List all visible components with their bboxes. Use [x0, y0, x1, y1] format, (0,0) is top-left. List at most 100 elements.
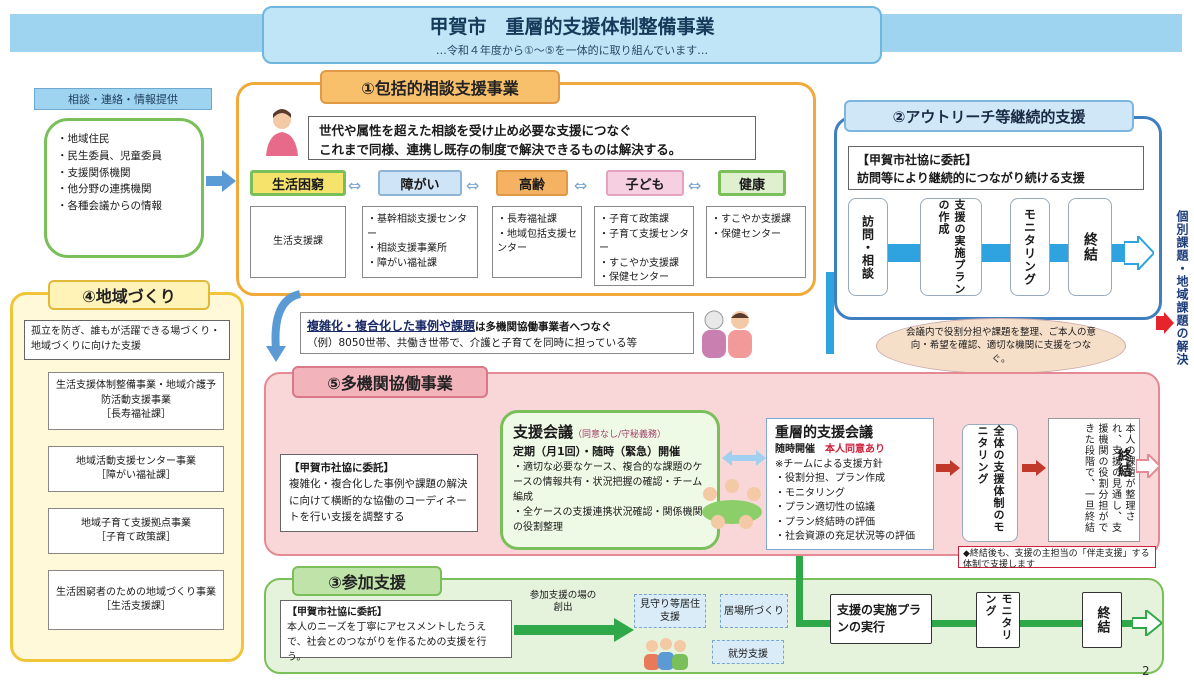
section5-desc: 複雑化・複合化した事例や課題の解決に向けて横断的な協働のコーディネートを行い支援…	[289, 478, 468, 523]
list-item: 地域住民	[57, 131, 191, 148]
category-label: 高齢	[518, 177, 545, 193]
consult-intake-box: 地域住民 民生委員、児童委員 支援関係機関 他分野の連携機関 各種会議からの情報	[44, 118, 204, 258]
flow-arrow-icon	[1124, 236, 1154, 270]
section4-project: 生活支援体制整備事業・地域介護予防活動支援事業［長寿福祉課］	[48, 372, 224, 430]
meeting-illustration-icon	[702, 479, 762, 529]
dept-box-health: すこやか支援課 保健センター	[706, 206, 806, 278]
section1-description: 世代や属性を超えた相談を受け止め必要な支援につなぐ これまで同様、連携し既存の制…	[308, 116, 756, 160]
double-arrow-icon	[722, 450, 766, 466]
section5-end-label: 終結	[1116, 448, 1132, 478]
section2-step-visit: 訪問・相談	[848, 198, 888, 296]
person-icon	[266, 109, 298, 156]
double-arrow-icon: ⇔	[688, 176, 702, 195]
section3-step-implement: 支援の実施プランの実行	[830, 594, 932, 644]
section2-flow-bar	[848, 244, 1128, 262]
intake-arrow-icon	[206, 170, 236, 192]
arrow-right-icon	[1022, 460, 1046, 476]
dept-item: 基幹相談支援センター	[367, 213, 473, 242]
layered-meeting-schedule: 随時開催	[775, 444, 815, 456]
category-health: 健康	[718, 170, 786, 196]
section5-caution: ◆終結後も、支援の主担当の「伴走支援」する体制で支援します	[958, 546, 1156, 570]
section2-commission: 【甲賀市社協に委託】	[857, 153, 978, 167]
page-number: 2	[1142, 664, 1150, 678]
dept-box-children: 子育て政策課 子育て支援センター すこやか支援課 保健センター	[594, 206, 694, 286]
green-arrow-icon	[514, 618, 634, 642]
dept-item: 保健センター	[711, 228, 801, 243]
list-item: 民生委員、児童委員	[57, 148, 191, 165]
hollow-arrow-icon	[1136, 454, 1160, 478]
list-item: 各種会議からの情報	[57, 198, 191, 215]
curved-arrow-icon	[266, 290, 302, 362]
place-ibasho: 居場所づくり	[720, 594, 788, 628]
arrow-right-icon	[936, 460, 960, 476]
section2-desc: 訪問等により継続的につながり続ける支援	[857, 171, 1085, 185]
section3-desc: 本人のニーズを丁寧にアセスメントしたうえで、社会とのつながりを作るための支援を行…	[287, 622, 487, 663]
complex-case-title: 複雑化・複合化した事例や課題	[307, 319, 476, 333]
dept-box-poverty: 生活支援課	[250, 206, 346, 278]
category-disability: 障がい	[378, 170, 462, 196]
dept-item: すこやか支援課	[599, 257, 689, 272]
support-meeting-title: 支援会議	[513, 423, 574, 441]
section4-description: 孤立を防ぎ、誰もが活躍できる場づくり・地域づくりに向けた支援	[24, 320, 230, 360]
dept-item: 長寿福祉課	[497, 213, 577, 228]
section2-step-monitoring: モニタリング	[1010, 198, 1050, 296]
section3-commission: 【甲賀市社協に委託】	[287, 607, 387, 618]
list-item: モニタリング	[775, 487, 925, 502]
side-text-resolution: 個別課題・地域課題の解決	[1175, 210, 1189, 366]
section2-step-plan: 支援の実施プランの作成	[920, 198, 982, 296]
category-elderly: 高齢	[496, 170, 568, 196]
section3-description: 【甲賀市社協に委託】 本人のニーズを丁寧にアセスメントしたうえで、社会とのつなが…	[280, 600, 512, 663]
connector-line	[826, 272, 834, 354]
section3-flow-bar	[796, 620, 1136, 627]
section4-project: 地域子育て支援拠点事業［子育て政策課］	[48, 508, 224, 554]
list-item: 他分野の連携機関	[57, 181, 191, 198]
section2-description: 【甲賀市社協に委託】 訪問等により継続的につながり続ける支援	[848, 146, 1144, 190]
support-meeting-note: （同意なし/守秘義務）	[573, 430, 667, 440]
layered-meeting-title: 重層的支援会議	[775, 425, 873, 441]
hollow-arrow-icon	[1132, 610, 1162, 636]
dept-item: 地域包括支援センター	[497, 228, 577, 257]
dept-item: すこやか支援課	[711, 213, 801, 228]
support-meeting-schedule: 定期（月1回）・随時（緊急）開催	[513, 444, 681, 458]
layered-meeting-lead: ※チームによる支援方針	[775, 458, 883, 470]
dept-item: 相談支援事業所	[367, 242, 473, 257]
section5-commission: 【甲賀市社協に委託】	[289, 462, 394, 474]
dept-box-disability: 基幹相談支援センター 相談支援事業所 障がい福祉課	[362, 206, 478, 278]
section5-monitoring: 全体の支援体制のモニタリング	[962, 424, 1018, 542]
category-label: 健康	[738, 177, 765, 193]
header-title-box: 甲賀市 重層的支援体制整備事業 …令和４年度から①～⑤を一体的に取り組んでいます…	[262, 6, 882, 64]
section4-project: 生活困窮者のための地域づくり事業［生活支援課］	[48, 570, 224, 630]
section3-title: ③参加支援	[292, 566, 442, 596]
section1-desc-line1: 世代や属性を超えた相談を受け止め必要な支援につなぐ	[319, 123, 632, 138]
section5-title: ⑤多機関協働事業	[292, 366, 488, 398]
section5-end-note: 本人の課題が整理され、支援の見通し、支援機関の役割分担ができた段階で、一旦終結	[1048, 418, 1140, 542]
list-item: 全ケースの支援連携状況確認・関係機関の役割整理	[513, 505, 707, 535]
layered-meeting-box: 重層的支援会議 随時開催 本人同意あり ※チームによる支援方針 役割分担、プラン…	[766, 418, 934, 550]
page-subtitle: …令和４年度から①～⑤を一体的に取り組んでいます…	[435, 44, 709, 57]
section4-title: ④地域づくり	[48, 280, 210, 310]
page-title: 甲賀市 重層的支援体制整備事業	[429, 16, 715, 38]
connector-line	[796, 556, 803, 626]
consult-intake-label: 相談・連絡・情報提供	[34, 88, 212, 110]
dept-item: 子育て支援センター	[599, 228, 689, 257]
complex-case-title-rest: は多機関協働事業者へつなぐ	[475, 321, 612, 333]
support-meeting-box: 支援会議（同意なし/守秘義務） 定期（月1回）・随時（緊急）開催 適切な必要なケ…	[500, 410, 720, 550]
list-item: 社会資源の充足状況等の評価	[775, 530, 925, 545]
section2-step-end: 終結	[1068, 198, 1112, 296]
place-work: 就労支援	[712, 640, 784, 664]
speech-bubble: 会議内で役割分担や課題を整理、ご本人の意向・希望を確認、適切な機関に支援をつなぐ…	[876, 318, 1126, 374]
list-item: 役割分担、プラン作成	[775, 472, 925, 487]
section1-desc-line2: これまで同様、連携し既存の制度で解決できるものは解決する。	[319, 141, 682, 157]
category-poverty: 生活困窮	[250, 170, 346, 196]
dept-item: 子育て政策課	[599, 213, 689, 228]
section4-project: 地域活動支援センター事業［障がい福祉課］	[48, 446, 224, 492]
consult-intake-list: 地域住民 民生委員、児童委員 支援関係機関 他分野の連携機関 各種会議からの情報	[57, 131, 191, 215]
list-item: 適切な必要なケース、複合的な課題のケースの情報共有・状況把握の確認・チーム編成	[513, 460, 707, 505]
dept-box-elderly: 長寿福祉課 地域包括支援センター	[492, 206, 582, 278]
red-arrow-icon	[1156, 312, 1174, 334]
list-item: プラン終結時の評価	[775, 516, 925, 531]
layered-meeting-consent: 本人同意あり	[825, 444, 885, 456]
dept-item: 障がい福祉課	[367, 257, 473, 272]
complex-case-example: （例）8050世帯、共働き世帯で、介護と子育てを同時に担っている等	[307, 336, 638, 349]
double-arrow-icon: ⇔	[466, 176, 480, 195]
